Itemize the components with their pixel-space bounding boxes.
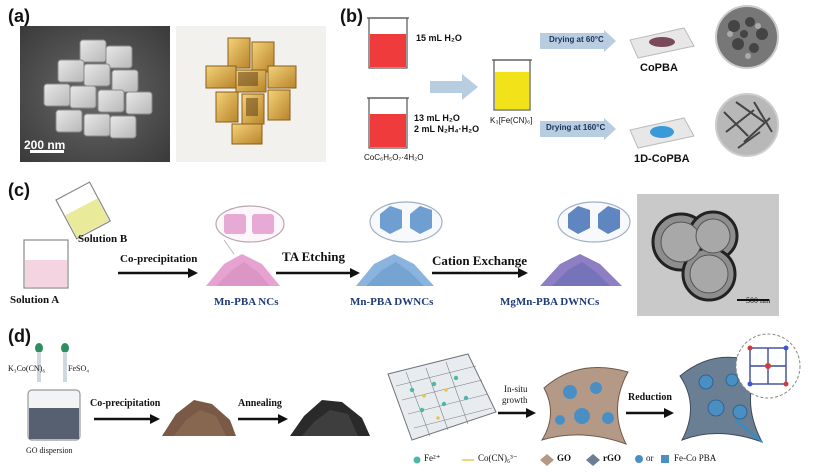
go-dispersion-label: GO dispersion xyxy=(26,446,73,455)
d-arrow-coprecipitation xyxy=(94,414,160,424)
legend-fe-label: Fe²⁺ xyxy=(424,453,441,463)
legend-co-icon xyxy=(462,459,474,461)
arrow-cation-exchange xyxy=(432,268,528,278)
arrow-coprecipitation xyxy=(118,268,198,278)
dish-copba xyxy=(629,27,695,59)
d-step-reduction-label: Reduction xyxy=(628,392,672,403)
copba-micrograph xyxy=(715,5,779,69)
black-powder xyxy=(290,400,370,436)
beaker-yellow xyxy=(492,59,532,111)
legend-co-label: Co(CN)₆³⁻ xyxy=(478,453,518,463)
mn-pba-dwnc-powder xyxy=(356,254,434,286)
go-with-pba xyxy=(540,367,629,445)
mn-pba-dwnc-bubble xyxy=(369,201,443,243)
d-step-coprecipitation-label: Co-precipitation xyxy=(90,398,161,409)
legend-pba-sphere-icon xyxy=(635,455,643,463)
panel-d-label: (d) xyxy=(8,326,31,346)
drying-60-label: Drying at 60°C xyxy=(549,35,604,44)
sem-image xyxy=(20,26,170,162)
solution-a-label: Solution A xyxy=(10,294,60,306)
legend-rgo-label: rGO xyxy=(603,453,621,463)
d-arrow-insitu xyxy=(498,408,536,418)
legend-or-label: or xyxy=(646,453,654,463)
arrow-ta-etching xyxy=(276,268,360,278)
beaker-yellow-caption: K₃[Fe(CN)₆] xyxy=(490,116,533,125)
legend-pba-label: Fe-Co PBA xyxy=(674,453,717,463)
graphene-sheet xyxy=(387,353,497,441)
step-ta-etching-label: TA Etching xyxy=(282,249,345,264)
step-cation-exchange-label: Cation Exchange xyxy=(432,253,527,268)
beaker-red-1 xyxy=(367,17,409,69)
legend-go-label: GO xyxy=(557,453,572,463)
beaker-solution-b xyxy=(55,181,112,240)
product-copba-label: CoPBA xyxy=(640,62,678,74)
beaker2-line2: 2 mL N₂H₄·H₂O xyxy=(414,124,480,134)
beaker2-caption: CoC₆H₅O₇·4H₂O xyxy=(364,153,424,162)
beaker-red-2 xyxy=(367,97,409,149)
mn-pba-nc-label: Mn-PBA NCs xyxy=(214,296,279,308)
drying-160-label: Drying at 160°C xyxy=(546,123,606,132)
mixing-arrow xyxy=(430,74,478,100)
panel-b-label: (b) xyxy=(340,6,363,26)
d-step-insitu-line2: growth xyxy=(502,395,528,405)
dropper-icon-1 xyxy=(35,343,43,382)
d-step-annealing-label: Annealing xyxy=(238,398,282,409)
brown-powder xyxy=(162,400,236,436)
mn-pba-dwnc-label: Mn-PBA DWNCs xyxy=(350,296,434,308)
tem-image xyxy=(637,194,779,316)
d-step-insitu-line1: In-situ xyxy=(504,384,528,394)
legend-rgo-icon xyxy=(586,454,600,466)
tem-scale-bar-label: 500 nm xyxy=(746,296,771,305)
mgmn-pba-dwnc-powder xyxy=(540,254,622,286)
drying-arrow-60 xyxy=(540,30,616,52)
d-arrow-annealing xyxy=(238,414,288,424)
product-1d-copba-label: 1D-CoPBA xyxy=(634,153,690,165)
1d-copba-micrograph xyxy=(715,93,779,157)
step-coprecipitation-label: Co-precipitation xyxy=(120,253,198,265)
d-arrow-reduction xyxy=(626,408,674,418)
beaker-solution-a xyxy=(23,239,69,289)
mn-pba-nc-bubble xyxy=(215,205,285,243)
panel-c-label: (c) xyxy=(8,180,30,200)
solution-b-label: Solution B xyxy=(78,233,128,245)
mgmn-pba-dwnc-bubble xyxy=(557,201,631,243)
gold-puzzle-photo xyxy=(176,26,326,162)
legend-fe-icon xyxy=(413,456,421,464)
drying-arrow-160 xyxy=(540,118,616,140)
beaker2-line1: 13 mL H₂O xyxy=(414,113,460,123)
legend-pba-cube-icon xyxy=(661,455,669,463)
dropper-icon-2 xyxy=(61,343,69,382)
beaker-go-dispersion xyxy=(27,389,81,441)
crystal-structure-zoom xyxy=(735,333,801,399)
legend-go-icon xyxy=(540,454,554,466)
panel-a-label: (a) xyxy=(8,6,30,26)
dish-1d-copba xyxy=(629,117,695,149)
reagent-feso4-label: FeSO₄ xyxy=(68,364,90,373)
sem-scale-bar-label: 200 nm xyxy=(24,138,66,152)
reagent-k3co-label: K₃Co(CN)₆ xyxy=(8,364,46,373)
mgmn-pba-dwnc-label: MgMn-PBA DWNCs xyxy=(500,296,600,308)
mn-pba-nc-powder xyxy=(206,239,280,286)
beaker1-volume-text: 15 mL H₂O xyxy=(416,33,462,43)
